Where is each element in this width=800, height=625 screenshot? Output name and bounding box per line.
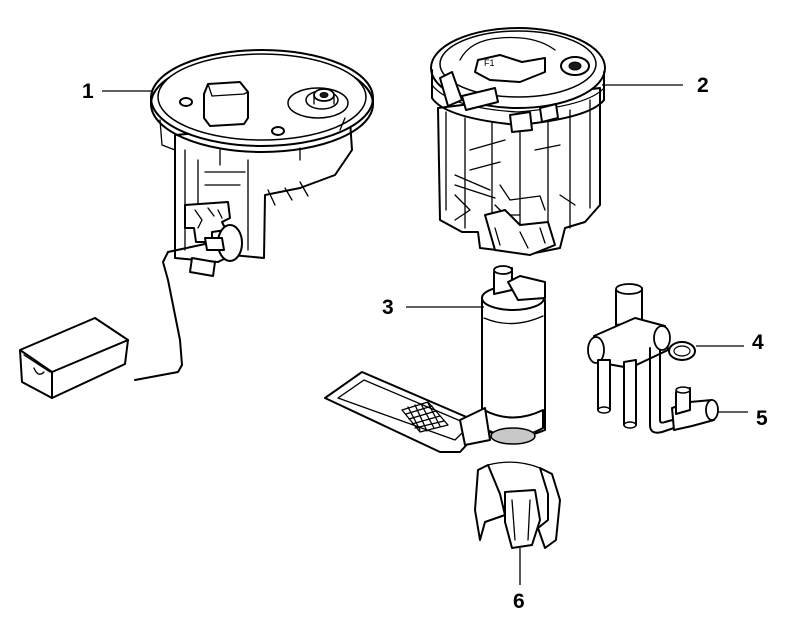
strainer-mesh: [401, 401, 449, 433]
part-3-fuel-pump: [324, 265, 546, 453]
callout-label-5: 5: [756, 407, 768, 430]
callout-5: 5: [718, 407, 768, 430]
callout-label-2: 2: [697, 74, 709, 97]
callout-label-3: 3: [382, 296, 394, 319]
callout-1: 1: [82, 80, 152, 103]
part-1-sender-unit: [19, 49, 374, 399]
callout-label-4: 4: [752, 331, 764, 354]
inner-marking-label: F1: [484, 58, 495, 68]
part-2-filter-housing: F1: [430, 27, 606, 256]
part-5-fuel-fitting: [587, 283, 719, 434]
callout-label-6: 6: [513, 590, 525, 613]
callout-3: 3: [382, 296, 484, 319]
callout-4: 4: [696, 331, 764, 354]
callout-6: 6: [513, 548, 525, 613]
part-6-retaining-clip: [474, 461, 561, 549]
callout-2: 2: [602, 74, 709, 97]
part-4-o-ring: [668, 341, 696, 361]
callout-label-1: 1: [82, 80, 94, 103]
